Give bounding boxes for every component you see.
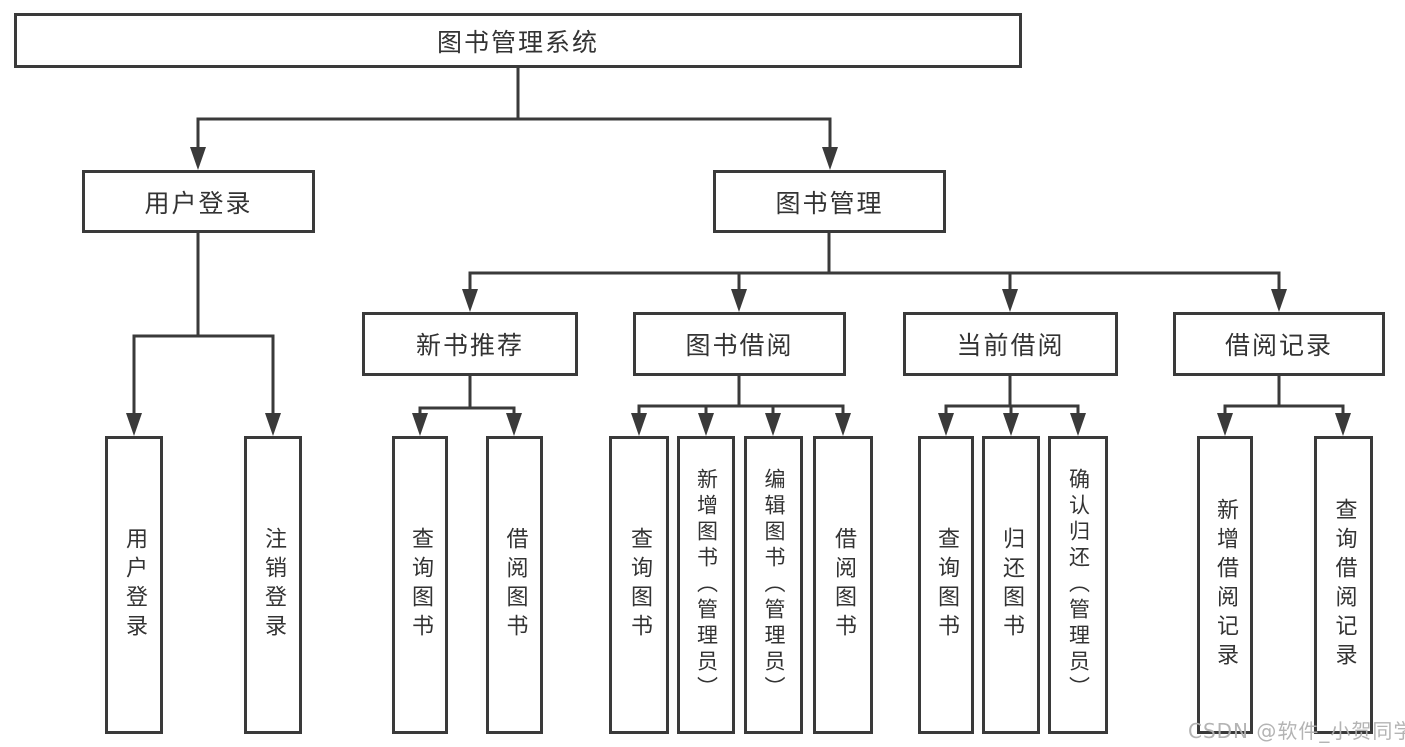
leaf-add-borrow-record: 新增借阅记录 xyxy=(1197,436,1253,734)
leaf-query-borrow-record: 查询借阅记录 xyxy=(1314,436,1373,734)
leaf-edit-books-admin-label: 编辑图书（管理员） xyxy=(762,468,786,702)
node-book-borrowing: 图书借阅 xyxy=(633,312,846,376)
leaf-query-books-borrowing: 查询图书 xyxy=(609,436,669,734)
node-book-management: 图书管理 xyxy=(713,170,946,233)
leaf-return-books-label: 归还图书 xyxy=(999,527,1024,643)
leaf-return-books: 归还图书 xyxy=(982,436,1040,734)
leaf-logout: 注销登录 xyxy=(244,436,302,734)
leaf-query-books-current-label: 查询图书 xyxy=(934,527,959,643)
node-current-borrowing: 当前借阅 xyxy=(903,312,1118,376)
node-root-system: 图书管理系统 xyxy=(14,13,1022,68)
node-current-borrowing-label: 当前借阅 xyxy=(956,331,1065,360)
node-user-login-label: 用户登录 xyxy=(144,188,253,218)
leaf-add-books-admin: 新增图书（管理员） xyxy=(677,436,735,734)
leaf-query-books-current: 查询图书 xyxy=(918,436,974,734)
leaf-confirm-return-admin-label: 确认归还（管理员） xyxy=(1066,468,1091,702)
csdn-watermark: CSDN @软件_小贺同学 xyxy=(1188,719,1405,743)
leaf-query-books-borrowing-label: 查询图书 xyxy=(627,527,652,643)
node-new-book-recommendation: 新书推荐 xyxy=(362,312,578,376)
leaf-borrow-books-recommend: 借阅图书 xyxy=(486,436,543,734)
leaf-user-login-label: 用户登录 xyxy=(122,527,147,643)
leaf-confirm-return-admin: 确认归还（管理员） xyxy=(1048,436,1108,734)
leaf-add-books-admin-label: 新增图书（管理员） xyxy=(694,468,719,702)
leaf-borrow-books-borrowing-label: 借阅图书 xyxy=(831,527,856,643)
leaf-borrow-books-recommend-label: 借阅图书 xyxy=(502,527,528,643)
leaf-borrow-books-borrowing: 借阅图书 xyxy=(813,436,873,734)
node-new-book-recommendation-label: 新书推荐 xyxy=(415,331,524,360)
leaf-query-books-recommend: 查询图书 xyxy=(392,436,448,734)
node-book-borrowing-label: 图书借阅 xyxy=(685,331,794,360)
leaf-query-borrow-record-label: 查询借阅记录 xyxy=(1331,498,1357,672)
leaf-add-borrow-record-label: 新增借阅记录 xyxy=(1213,498,1238,672)
node-borrowing-records: 借阅记录 xyxy=(1173,312,1385,376)
node-borrowing-records-label: 借阅记录 xyxy=(1224,331,1333,360)
leaf-user-login: 用户登录 xyxy=(105,436,163,734)
leaf-query-books-recommend-label: 查询图书 xyxy=(408,527,433,643)
node-root-label: 图书管理系统 xyxy=(436,27,599,57)
leaf-logout-label: 注销登录 xyxy=(261,527,286,643)
leaf-edit-books-admin: 编辑图书（管理员） xyxy=(744,436,803,734)
arrowheads xyxy=(126,147,1351,436)
node-book-management-label: 图书管理 xyxy=(775,188,884,218)
node-user-login: 用户登录 xyxy=(82,170,315,233)
